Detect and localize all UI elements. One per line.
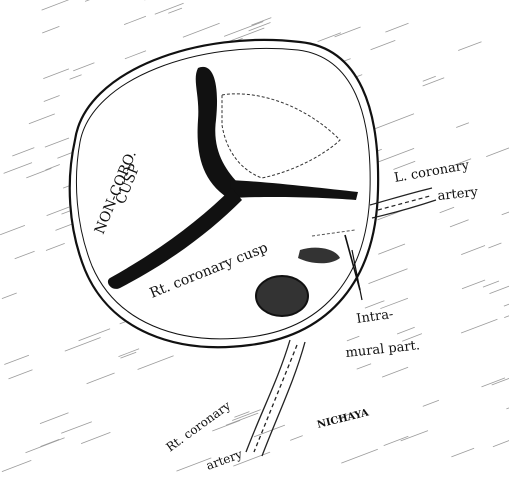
hatch-stroke bbox=[318, 33, 341, 42]
hatch-stroke bbox=[87, 373, 115, 384]
hatch-stroke bbox=[4, 355, 29, 364]
hatch-stroke bbox=[232, 410, 261, 421]
hatch-stroke bbox=[401, 431, 428, 441]
hatch-stroke bbox=[79, 329, 111, 341]
label-intramural-2: mural part. bbox=[345, 338, 421, 361]
hatch-stroke bbox=[382, 367, 408, 377]
hatch-stroke bbox=[397, 327, 415, 334]
hatch-stroke bbox=[492, 371, 509, 386]
hatch-stroke bbox=[385, 23, 408, 32]
hatch-stroke bbox=[384, 436, 409, 445]
hatch-stroke bbox=[44, 96, 60, 102]
hatch-stroke bbox=[119, 349, 140, 357]
hatch-stroke bbox=[369, 269, 408, 284]
hatch-stroke bbox=[57, 153, 72, 159]
hatch-stroke bbox=[504, 293, 509, 306]
hatch-stroke bbox=[46, 243, 65, 250]
hatch-stroke bbox=[347, 336, 359, 341]
hatch-stroke bbox=[9, 370, 33, 379]
hatch-stroke bbox=[15, 251, 35, 259]
hatch-stroke bbox=[335, 27, 361, 37]
hatch-stroke bbox=[125, 51, 146, 59]
hatch-stroke bbox=[423, 78, 445, 86]
hatch-stroke bbox=[26, 168, 51, 178]
hatch-stroke bbox=[29, 114, 55, 124]
hatch-stroke bbox=[2, 293, 17, 299]
label-left-coronary-artery-2: artery bbox=[437, 185, 479, 204]
hatch-stroke bbox=[46, 165, 60, 171]
hatch-stroke bbox=[45, 138, 69, 147]
hatch-stroke bbox=[456, 123, 469, 128]
hatch-stroke bbox=[252, 18, 272, 26]
hatch-stroke bbox=[423, 400, 439, 406]
label-left-coronary-artery-1: L. coronary bbox=[393, 158, 471, 186]
hatch-stroke bbox=[488, 243, 501, 248]
hatch-stroke bbox=[483, 281, 499, 287]
hatch-stroke bbox=[365, 301, 385, 308]
hatch-stroke bbox=[43, 69, 69, 79]
hatch-stroke bbox=[341, 449, 378, 463]
right-coronary-artery-vessel bbox=[246, 340, 305, 456]
hatch-stroke bbox=[440, 207, 454, 213]
hatch-stroke bbox=[371, 40, 396, 49]
hatch-stroke bbox=[42, 0, 69, 10]
hatch-stroke bbox=[254, 425, 285, 437]
hatch-stroke bbox=[451, 448, 474, 457]
hatch-stroke bbox=[81, 432, 110, 443]
hatch-stroke bbox=[461, 246, 485, 255]
hatch-stroke bbox=[0, 225, 25, 234]
hatch-stroke bbox=[357, 364, 371, 369]
hatch-stroke bbox=[26, 438, 65, 453]
hatch-stroke bbox=[124, 16, 146, 24]
hatch-stroke bbox=[461, 319, 497, 333]
hatch-stroke bbox=[375, 114, 414, 129]
hatch-stroke bbox=[70, 75, 82, 80]
hatch-stroke bbox=[486, 147, 509, 156]
hatch-stroke bbox=[376, 148, 414, 162]
hatch-stroke bbox=[224, 22, 263, 37]
hatch-stroke bbox=[4, 163, 32, 174]
hatch-stroke bbox=[490, 286, 509, 294]
hatch-stroke bbox=[168, 8, 182, 13]
hatch-stroke bbox=[482, 378, 506, 387]
hatch-stroke bbox=[61, 422, 92, 434]
hatch-stroke bbox=[12, 148, 34, 156]
hatch-stroke bbox=[462, 280, 485, 289]
label-right-coronary-artery-2: artery bbox=[204, 447, 244, 473]
right-coronary-ostium bbox=[256, 276, 308, 316]
hatch-stroke bbox=[138, 356, 174, 370]
hatch-stroke bbox=[41, 439, 60, 446]
hatch-stroke bbox=[212, 420, 240, 431]
hatch-stroke bbox=[502, 208, 509, 215]
hatch-stroke bbox=[493, 433, 509, 447]
hatch-stroke bbox=[378, 244, 405, 254]
hatch-stroke bbox=[290, 436, 303, 441]
left-coronary-artery-vessel bbox=[370, 188, 436, 218]
hatch-stroke bbox=[40, 413, 69, 424]
hatch-stroke bbox=[47, 207, 70, 216]
hatch-stroke bbox=[183, 23, 220, 37]
hatch-stroke bbox=[504, 311, 509, 317]
hatch-stroke bbox=[450, 220, 469, 227]
hatch-stroke bbox=[423, 76, 436, 81]
label-right-coronary-artery-1: Rt. coronary bbox=[164, 398, 234, 454]
hatch-stroke bbox=[85, 0, 121, 1]
hatch-stroke bbox=[73, 63, 94, 71]
artist-signature: NICHAYA bbox=[316, 407, 370, 430]
hatch-stroke bbox=[458, 42, 481, 51]
label-intramural-1: Intra- bbox=[355, 307, 394, 327]
hatch-stroke bbox=[2, 460, 31, 471]
hatch-stroke bbox=[42, 26, 59, 33]
hatch-stroke bbox=[226, 413, 258, 425]
